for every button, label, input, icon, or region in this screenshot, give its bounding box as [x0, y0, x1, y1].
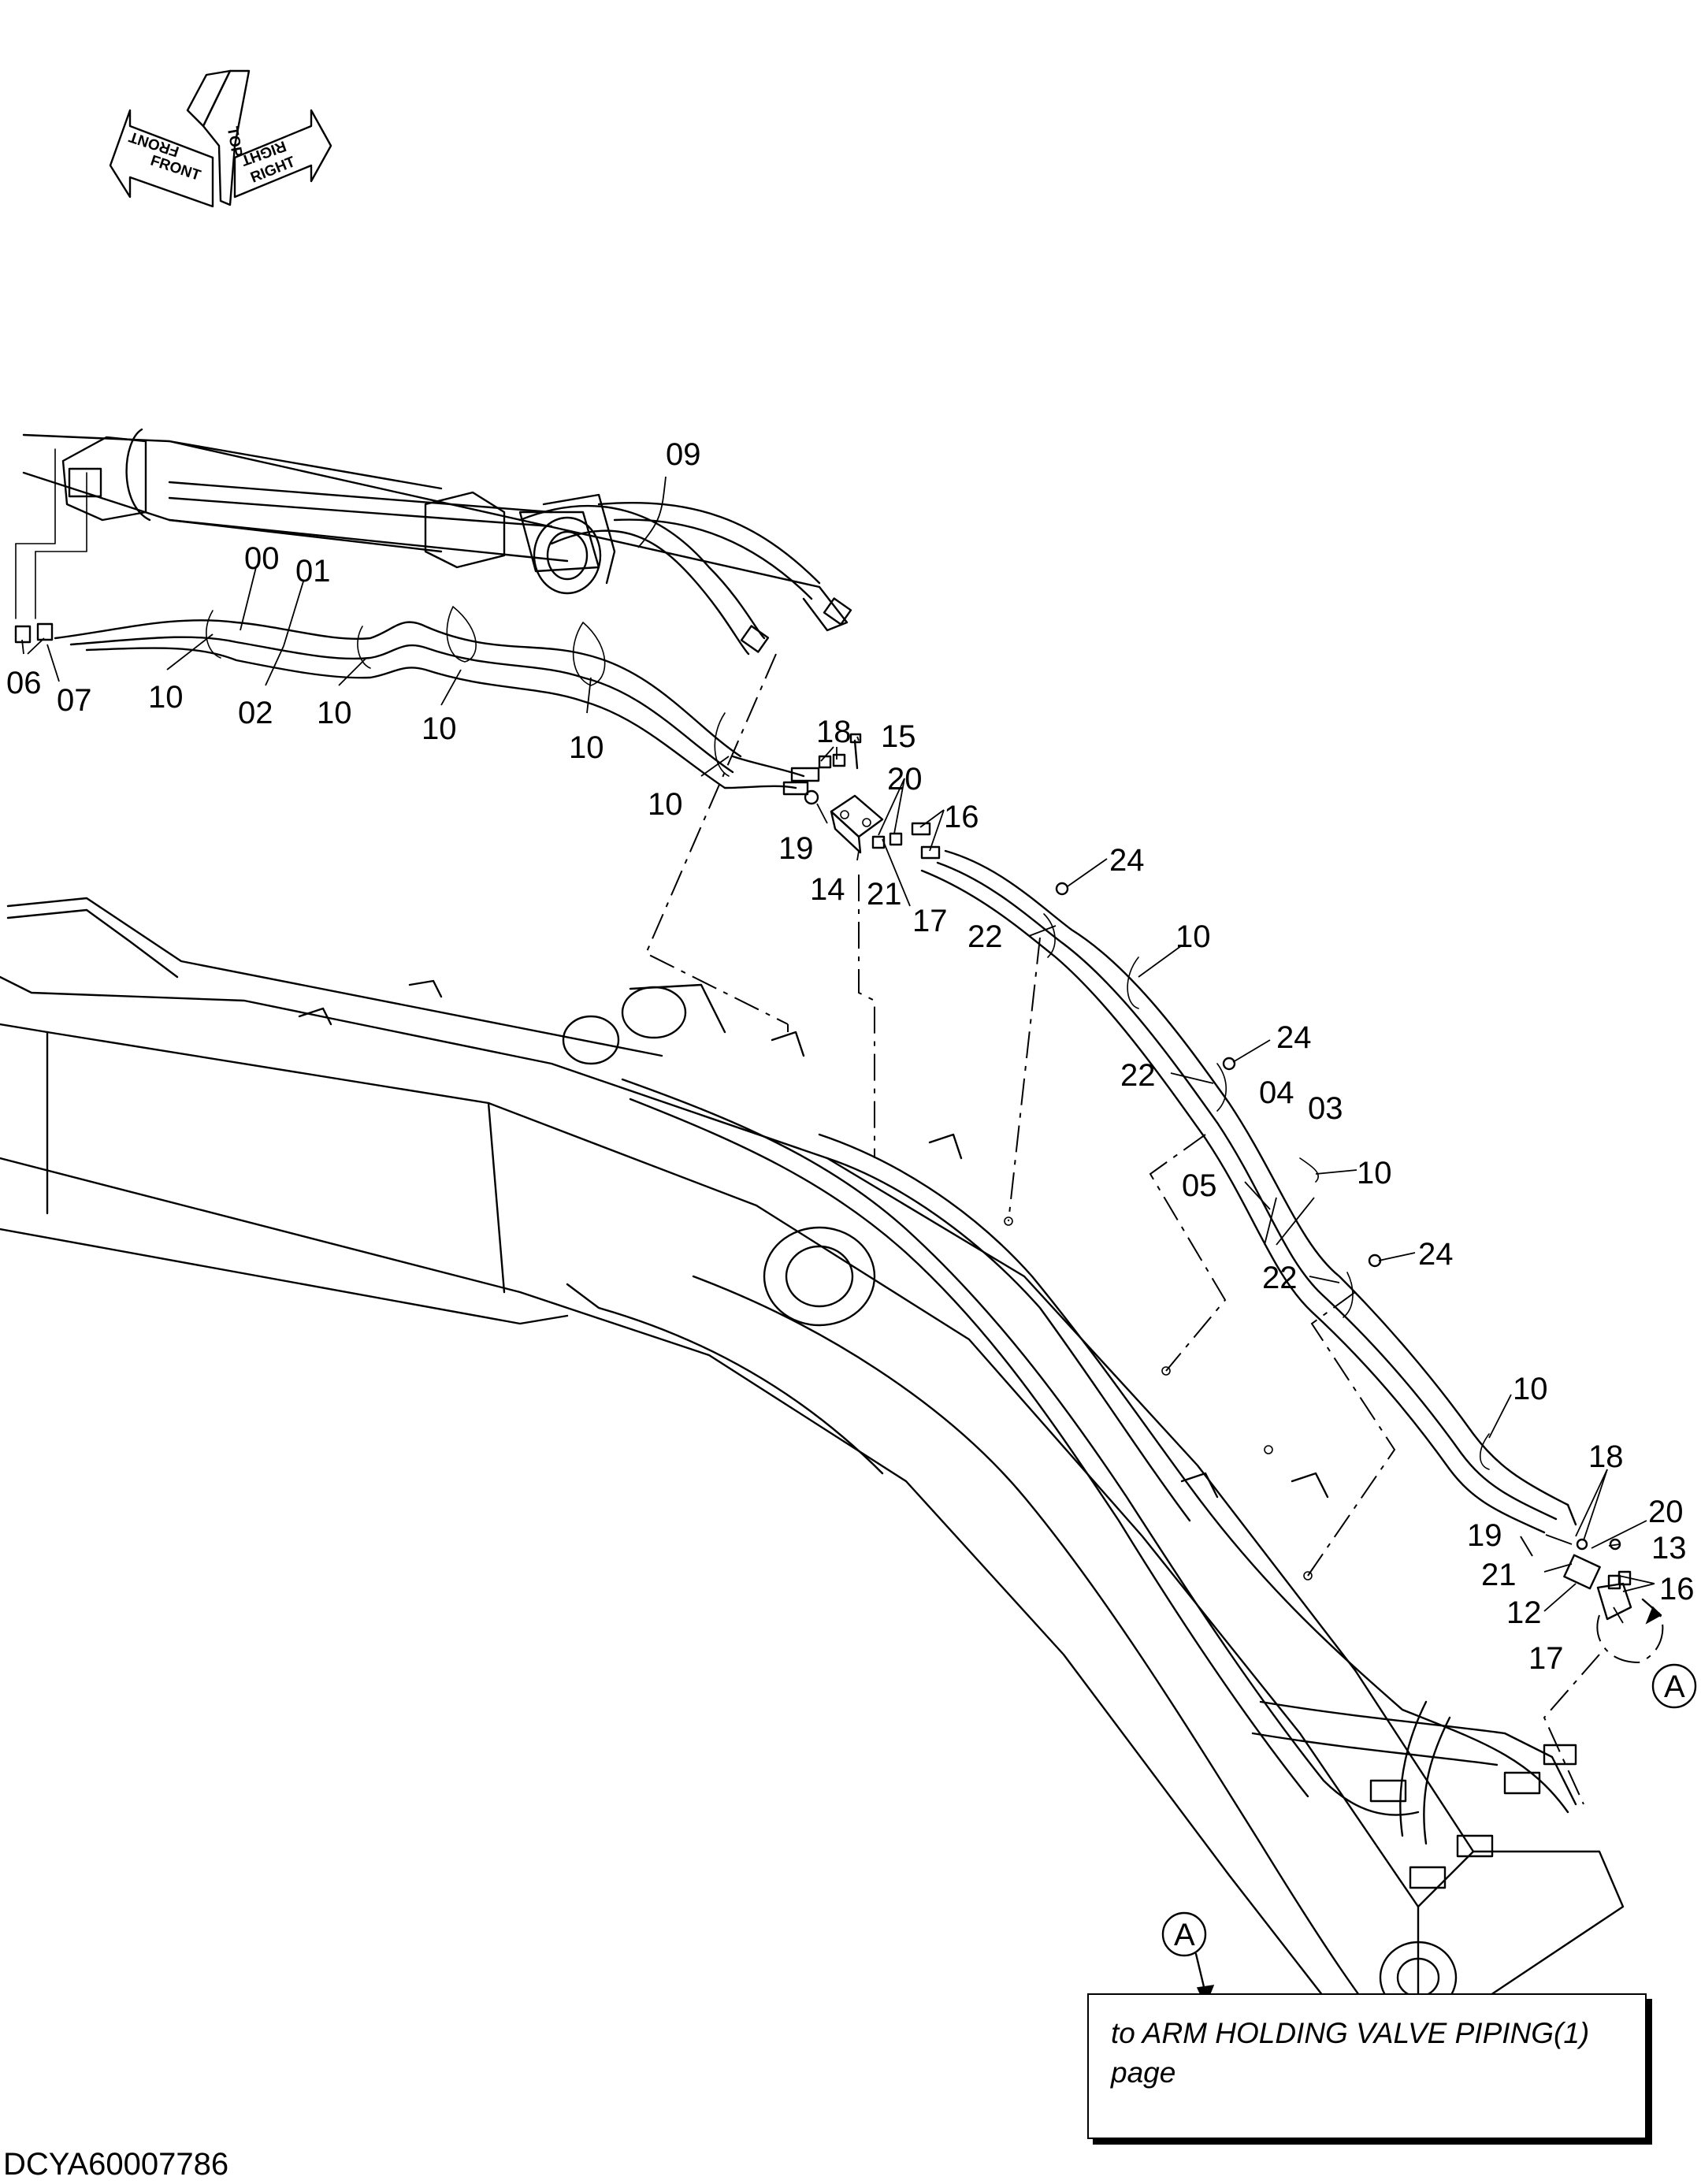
callout-10g: 10 — [1357, 1156, 1392, 1190]
callout-09: 09 — [666, 437, 701, 472]
callout-02: 02 — [238, 696, 273, 730]
callout-00: 00 — [244, 541, 280, 576]
callout-18b: 18 — [1588, 1439, 1624, 1474]
phantom-lines — [644, 653, 1664, 1805]
callout-16a: 16 — [944, 800, 979, 834]
detail-a-label-right: A — [1664, 1670, 1685, 1704]
callout-22a: 22 — [967, 919, 1003, 954]
callout-10d: 10 — [569, 730, 604, 765]
callout-18a: 18 — [816, 715, 852, 749]
callout-20b: 20 — [1648, 1495, 1684, 1529]
note-line-2: page — [1111, 2056, 1176, 2089]
callout-06: 06 — [6, 666, 42, 700]
callout-16b: 16 — [1659, 1572, 1695, 1606]
callout-13: 13 — [1651, 1531, 1687, 1566]
callout-21a: 21 — [867, 877, 902, 912]
detail-a-marker-right: A — [1651, 1663, 1697, 1709]
callout-03: 03 — [1308, 1091, 1343, 1126]
callout-19b: 19 — [1467, 1518, 1502, 1553]
callout-numbers: 00 01 02 06 07 09 10 10 10 10 10 10 10 1… — [6, 437, 1695, 1676]
detail-a-marker-bottom: A — [1161, 1911, 1207, 1957]
callout-24c: 24 — [1418, 1237, 1454, 1272]
callout-14: 14 — [810, 872, 845, 907]
callout-24a: 24 — [1109, 843, 1145, 878]
callout-22c: 22 — [1262, 1261, 1298, 1295]
fittings-lower — [1563, 1503, 1632, 1621]
callout-10e: 10 — [648, 787, 683, 822]
callout-22b: 22 — [1120, 1058, 1156, 1093]
callout-17a: 17 — [912, 904, 948, 938]
callout-10h: 10 — [1513, 1372, 1548, 1406]
callout-10c: 10 — [422, 711, 457, 746]
callout-15: 15 — [881, 719, 916, 754]
callout-21b: 21 — [1481, 1558, 1517, 1592]
callout-19a: 19 — [778, 831, 814, 866]
callout-04: 04 — [1259, 1075, 1294, 1110]
hose-assembly-upper — [14, 448, 820, 796]
note-line-1: to ARM HOLDING VALVE PIPING(1) — [1111, 2017, 1590, 2049]
callout-20a: 20 — [887, 762, 923, 797]
orientation-symbol: FRONT TOP RIGHT FRONT RIGHT — [109, 69, 332, 208]
callout-leaders — [21, 476, 1662, 2007]
callout-10f: 10 — [1175, 919, 1211, 954]
callout-17b: 17 — [1528, 1641, 1564, 1676]
callout-05: 05 — [1182, 1168, 1217, 1203]
bracket-14 — [830, 794, 884, 854]
callout-01: 01 — [295, 554, 331, 589]
callout-24b: 24 — [1276, 1020, 1312, 1055]
boom-arm-body — [0, 897, 1625, 2050]
callout-10b: 10 — [317, 696, 352, 730]
hose-assembly-lower — [920, 849, 1569, 1534]
detail-a-label-bottom: A — [1174, 1918, 1195, 1952]
callout-07: 07 — [57, 683, 92, 718]
arm-cylinder — [22, 428, 852, 656]
callout-10a: 10 — [148, 680, 184, 715]
drawing-code: DCYA60007786 — [3, 2147, 228, 2182]
callout-12: 12 — [1506, 1595, 1542, 1630]
page-reference-note[interactable]: to ARM HOLDING VALVE PIPING(1) page — [1087, 1993, 1647, 2139]
